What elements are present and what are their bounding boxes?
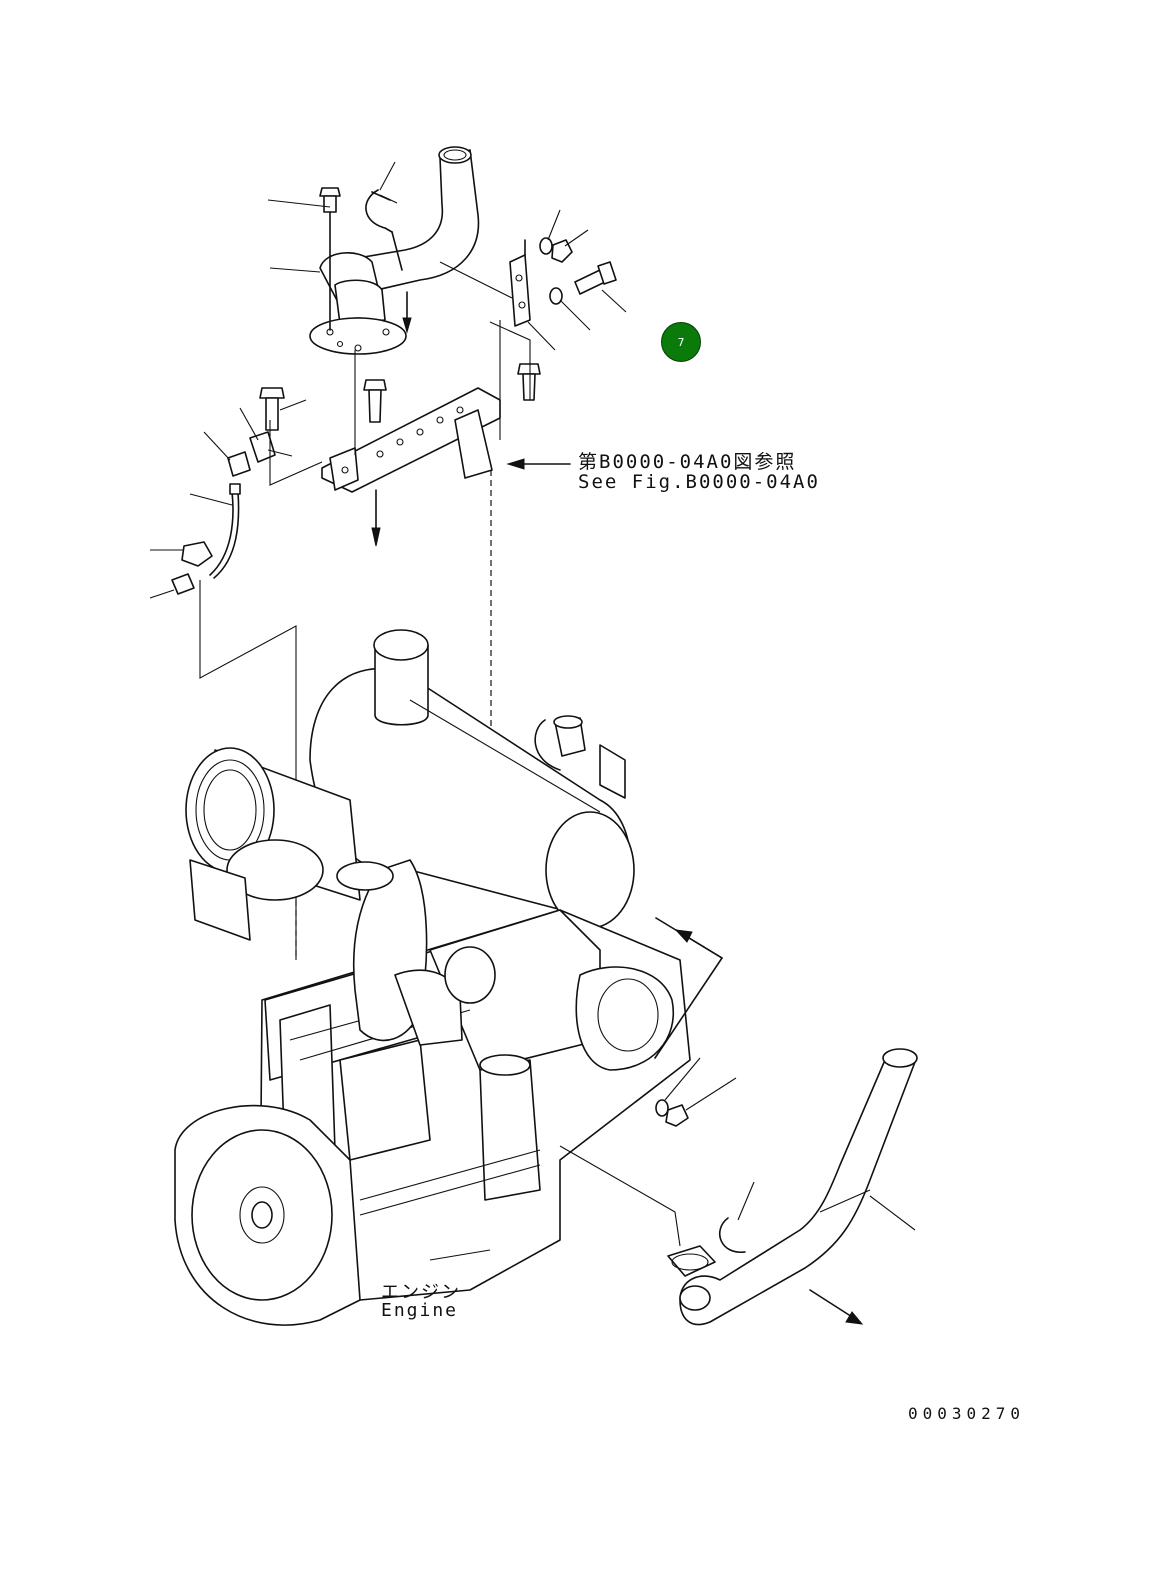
washer-lower bbox=[655, 1099, 669, 1117]
sensor-fitting bbox=[171, 573, 195, 595]
pipe-clamp-upper bbox=[365, 189, 398, 233]
reference-note-jp: 第B0000-04A0図参照 bbox=[578, 451, 797, 473]
nut-lower bbox=[665, 1104, 689, 1127]
upper-exhaust-pipe bbox=[309, 146, 480, 355]
pipe-clamp-lower bbox=[667, 1217, 746, 1277]
washer-middle bbox=[549, 287, 563, 305]
muffler bbox=[309, 629, 635, 929]
nut-upper bbox=[551, 239, 573, 263]
bolt-bracket-center bbox=[363, 379, 387, 423]
mounting-plate-small bbox=[509, 239, 531, 327]
engine-label-en: Engine bbox=[381, 1300, 459, 1321]
drawing-number: 00030270 bbox=[908, 1404, 1026, 1423]
bolt-flange-upper bbox=[319, 187, 341, 331]
bolt-horizontal bbox=[574, 261, 617, 295]
muffler-sensor bbox=[534, 715, 626, 799]
flywheel-housing bbox=[174, 1104, 361, 1326]
reference-note-en[interactable]: See Fig.B0000-04A0 bbox=[578, 471, 820, 493]
sensor-assembly bbox=[227, 431, 293, 477]
washer-upper bbox=[539, 237, 553, 255]
temperature-sensor-cable bbox=[209, 483, 241, 579]
engine-label-jp: エンジン bbox=[381, 1282, 461, 1303]
tail-pipe bbox=[679, 1048, 918, 1326]
turbo-elbow bbox=[336, 859, 496, 1046]
air-cleaner bbox=[185, 747, 361, 941]
bolt-bracket-left bbox=[259, 387, 285, 431]
bolt-bracket-right bbox=[517, 363, 541, 401]
callout-badge-label: 7 bbox=[677, 335, 685, 349]
support-bracket bbox=[321, 387, 501, 493]
adapter-nut bbox=[181, 541, 213, 567]
callout-badge[interactable]: 7 bbox=[661, 322, 701, 362]
